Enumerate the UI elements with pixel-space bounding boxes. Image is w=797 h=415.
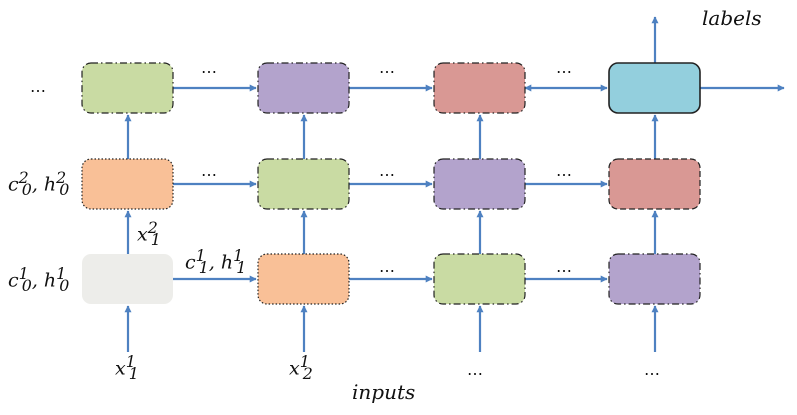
cell-l2-c2: [257, 158, 350, 210]
cell-l1-c3: [433, 253, 526, 305]
ellipsis-l2-2: …: [379, 161, 396, 180]
cell-l2-c4: [608, 158, 701, 210]
cell-l3-c4: [608, 62, 701, 114]
cell-l1-c2: [257, 253, 350, 305]
inputs-text: inputs: [352, 380, 416, 404]
labels-text: labels: [702, 6, 762, 30]
ellipsis-l2-1: …: [201, 161, 218, 180]
ellipsis-input-3: …: [467, 360, 484, 379]
cell-l3-c3: [433, 62, 526, 114]
arrow-group: [124, 16, 785, 352]
ellipsis-l3-2: …: [379, 58, 396, 77]
cell-l2-c3: [433, 158, 526, 210]
cell-l1-c1: [82, 254, 173, 304]
ellipsis-l1-3: …: [556, 257, 573, 276]
hidden-x1-2: x21: [137, 218, 161, 250]
initial-state-layer1: c10, h10: [8, 264, 70, 296]
cell-l1-c4: [608, 253, 701, 305]
cell-l2-c1: [81, 158, 174, 210]
ellipsis-input-4: …: [644, 360, 661, 379]
cell-l3-c1: [81, 62, 174, 114]
input-x1-1: x11: [115, 352, 139, 384]
state-c1-h1: c11, h11: [185, 246, 247, 278]
initial-state-layer2: c20, h20: [8, 168, 70, 200]
ellipsis-l2-3: …: [556, 161, 573, 180]
ellipsis-l3-1: …: [201, 58, 218, 77]
ellipsis-l3-3: …: [556, 58, 573, 77]
cell-l3-c2: [257, 62, 350, 114]
ellipsis-left-top: …: [30, 77, 47, 96]
ellipsis-l1-2: …: [379, 257, 396, 276]
cell-group: [81, 62, 701, 305]
input-x2-1: x12: [289, 352, 313, 384]
